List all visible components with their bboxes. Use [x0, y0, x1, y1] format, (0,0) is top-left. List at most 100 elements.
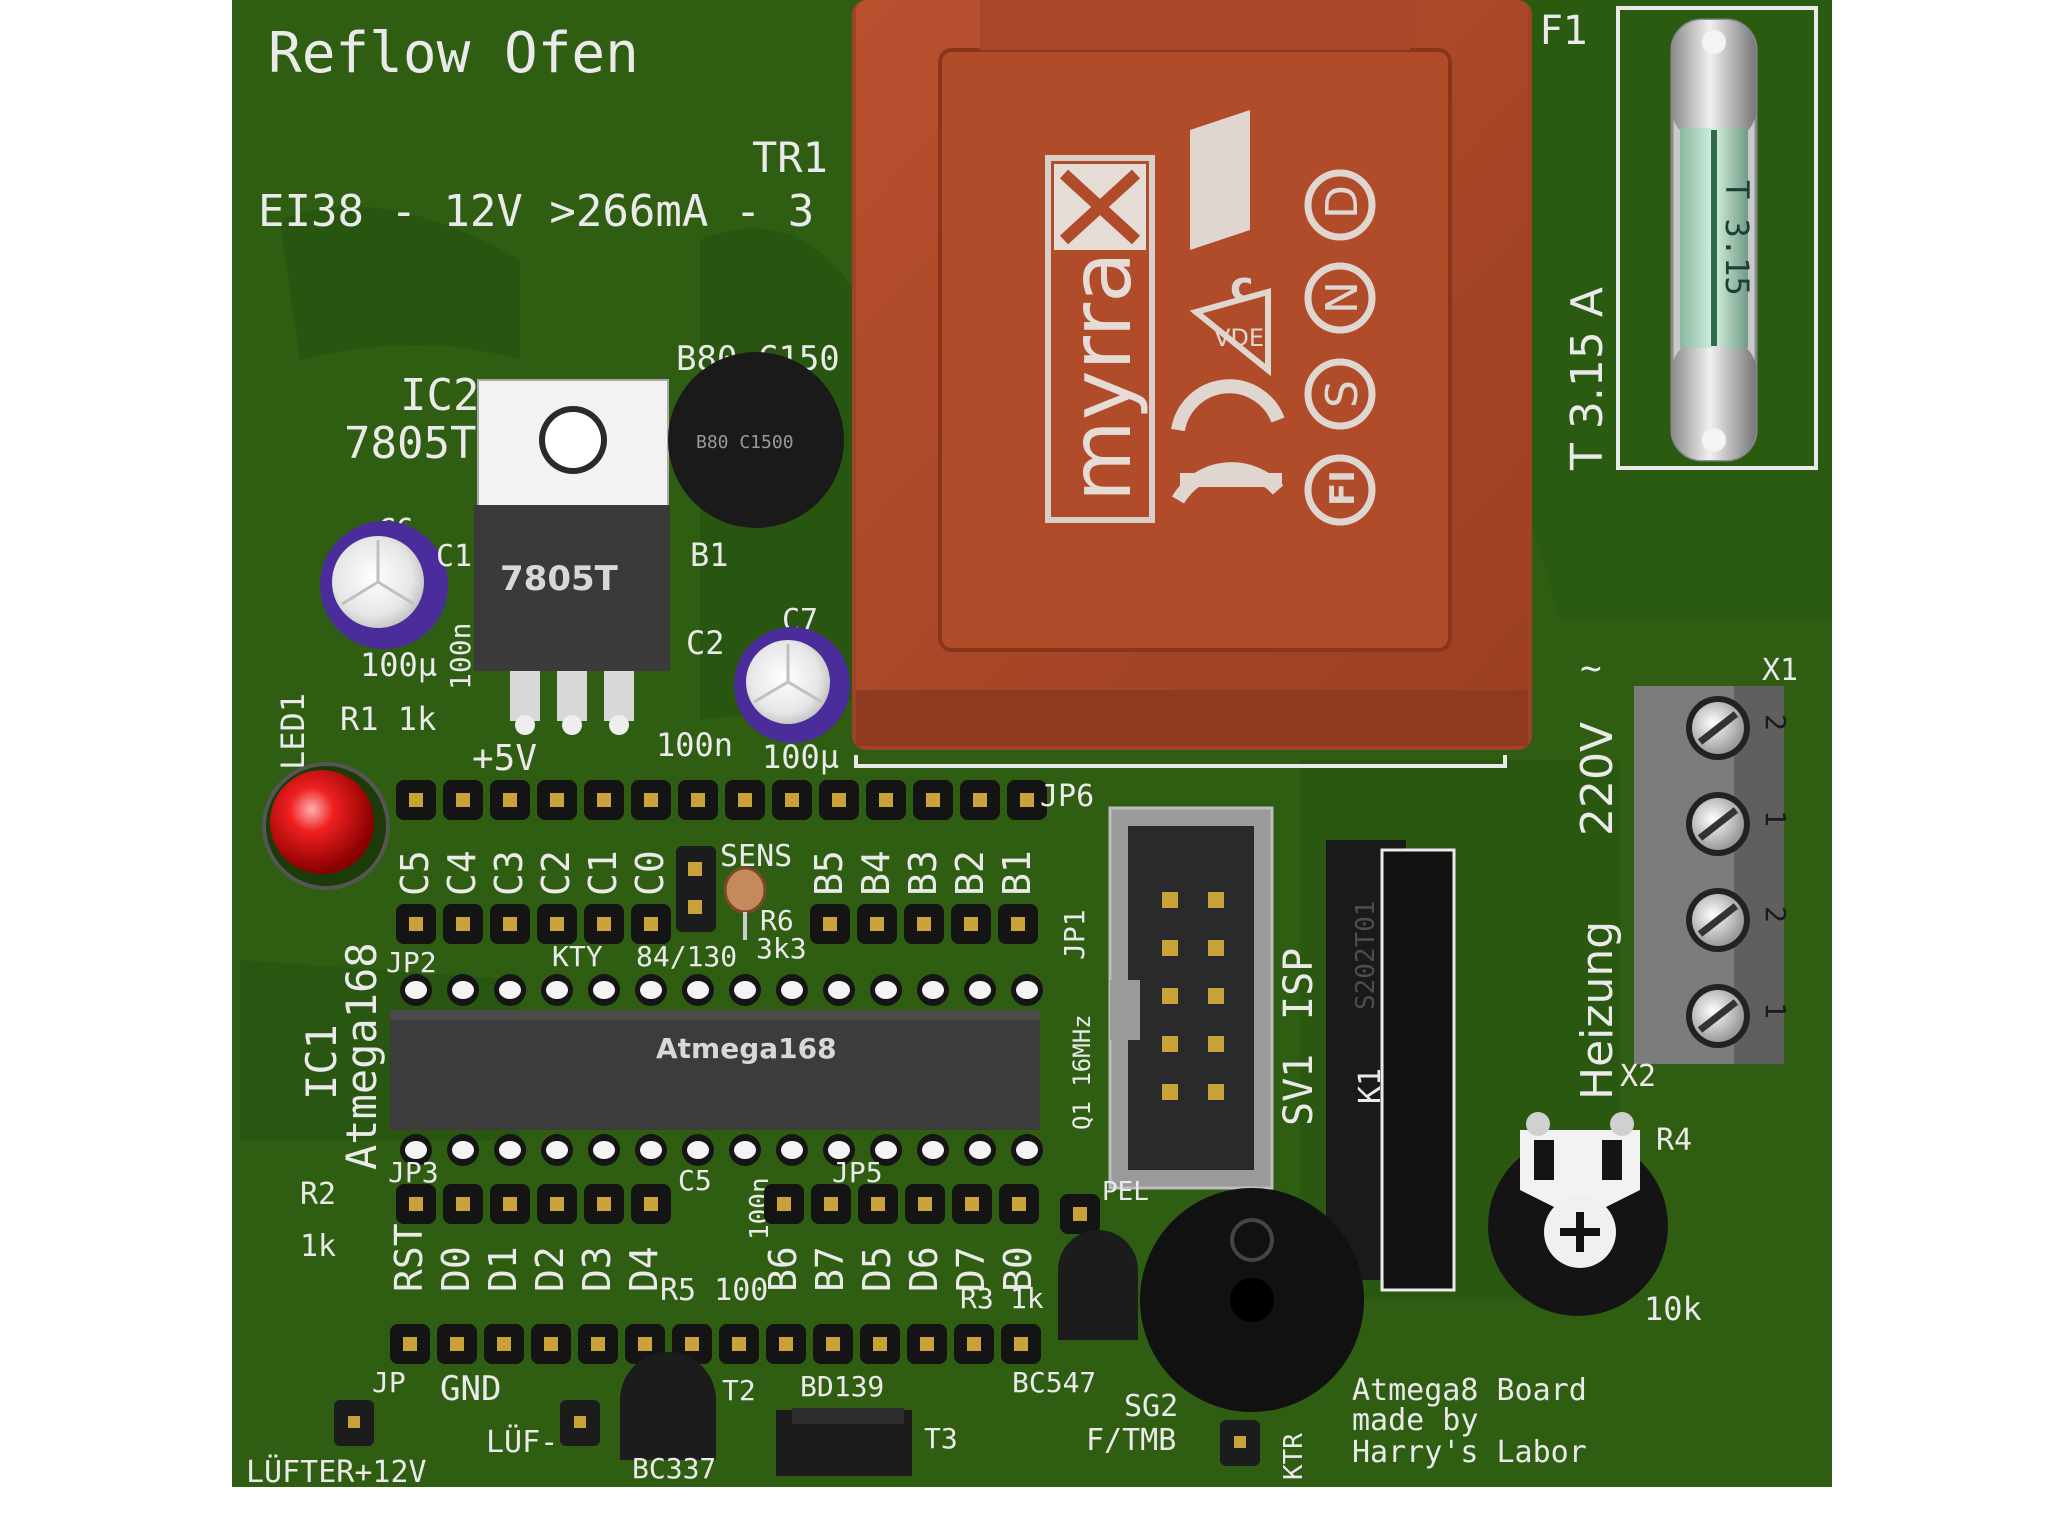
mcu-pins	[400, 974, 1043, 1166]
fan-connector-minus	[560, 1400, 600, 1446]
terminal-pin-label: 2	[1759, 906, 1792, 923]
transistor-t1	[1058, 1230, 1138, 1340]
t3-ref: T3	[924, 1422, 958, 1455]
header-pin	[725, 780, 765, 820]
header-pin	[537, 780, 577, 820]
header-pin	[443, 1184, 483, 1224]
fuse: T 3.15	[1670, 18, 1758, 462]
kty-value: 84/130	[636, 940, 737, 973]
relay-ref: K1	[1353, 1068, 1388, 1104]
header-pin	[772, 780, 812, 820]
header-pin	[584, 780, 624, 820]
transformer-spec: EI38 - 12V >266mA - 3	[258, 186, 814, 237]
pin-label: D5	[855, 1246, 899, 1292]
kty-label: KTY	[552, 940, 603, 973]
pin-label: D1	[481, 1246, 525, 1292]
pin-label: B0	[996, 1246, 1040, 1292]
header-pin	[531, 1324, 571, 1364]
screw-icon: 2	[1686, 696, 1792, 760]
mcu-pin	[541, 1134, 573, 1166]
kty-jumper	[676, 846, 767, 940]
pin-label: B6	[761, 1246, 805, 1292]
rectifier-ref: B1	[690, 536, 729, 574]
pin-label: B2	[948, 850, 992, 896]
ce-mark-icon	[1171, 379, 1285, 504]
screw-icon: 2	[1686, 888, 1792, 952]
pin-label: B1	[995, 850, 1039, 896]
vde-mark-icon: VDE	[1189, 288, 1271, 377]
header-pin	[858, 1184, 898, 1224]
pin-label: D6	[902, 1246, 946, 1292]
mcu-pin	[447, 1134, 479, 1166]
header-pin	[484, 1324, 524, 1364]
voltage-regulator: 7805T	[474, 379, 670, 735]
isp-pin	[1208, 1084, 1224, 1100]
pin-label: C0	[628, 850, 672, 896]
copper-pour	[280, 206, 520, 360]
t2-value: BC337	[632, 1452, 716, 1485]
credit-line-2: made by	[1352, 1403, 1478, 1438]
header-pin	[678, 780, 718, 820]
screw-icon: 1	[1686, 792, 1792, 856]
t1-value: BC547	[1012, 1366, 1096, 1399]
terminal-heater: Heizung	[1572, 921, 1623, 1100]
mcu-pin	[964, 1134, 996, 1166]
bridge-rectifier: B80 C1500	[668, 352, 844, 528]
r5-label: R5 100	[660, 1273, 768, 1308]
r3-ref: R3	[960, 1282, 994, 1315]
fuse-holder-outline	[1616, 6, 1818, 470]
terminal-pin-label: 2	[1759, 714, 1792, 731]
pin-label: C3	[487, 850, 531, 896]
header-pin	[537, 1184, 577, 1224]
c1-value: 100n	[444, 623, 477, 690]
header-pin	[954, 1324, 994, 1364]
pin-label: C1	[581, 850, 625, 896]
header-pin	[960, 780, 1000, 820]
mcu-pin	[1011, 1134, 1043, 1166]
header-pin	[443, 904, 483, 944]
screw-icon: 1	[1686, 984, 1792, 1048]
capacitor-c6	[320, 521, 448, 649]
pin-label: D7	[949, 1246, 993, 1292]
isp-label: ISP	[1276, 948, 1322, 1020]
transformer: myrra c VDE D N S FI	[852, 0, 1532, 750]
trimmer-potentiometer	[1488, 1112, 1668, 1316]
c5-ref: C5	[678, 1164, 712, 1197]
mcu-body: Atmega168	[656, 1032, 837, 1065]
terminal-ref-x1: X1	[1762, 653, 1798, 688]
trimmer-value: 10k	[1644, 1290, 1702, 1328]
relay-value: S202T01	[1351, 900, 1381, 1010]
isp-pin	[1162, 988, 1178, 1004]
isp-connector	[1108, 806, 1274, 1190]
header-pin	[443, 780, 483, 820]
jp1-ref: JP1	[1058, 909, 1091, 960]
mcu-pin	[400, 1134, 432, 1166]
terminal-ref-x2: X2	[1620, 1059, 1656, 1094]
svg-text:S: S	[1317, 380, 1368, 408]
transformer-brand: myrra	[1052, 251, 1150, 502]
isp-pin	[1208, 1036, 1224, 1052]
header-pin	[490, 904, 530, 944]
header-pin	[952, 1184, 992, 1224]
c6-value: 100µ	[360, 646, 437, 684]
terminal-screws: 2 1 2 1	[1686, 696, 1792, 1048]
isp-pin	[1208, 988, 1224, 1004]
svg-text:FI: FI	[1323, 470, 1363, 506]
rail-label: +5V	[472, 738, 537, 779]
myrra-logo: myrra	[1045, 155, 1155, 523]
mcu-pin	[447, 974, 479, 1006]
fan-minus-label: LÜF-	[486, 1424, 558, 1460]
header-pin	[584, 904, 624, 944]
header-pin	[396, 1184, 436, 1224]
isp-pin	[1162, 892, 1178, 908]
c2-ref: C2	[686, 624, 725, 662]
transistor-t3	[776, 1408, 912, 1476]
mcu-pin	[917, 1134, 949, 1166]
mcu-pin	[588, 1134, 620, 1166]
isp-pin	[1208, 892, 1224, 908]
header-pin	[857, 904, 897, 944]
buzzer-pel: PEL	[1102, 1177, 1149, 1207]
c1-ref: C1	[436, 539, 472, 574]
